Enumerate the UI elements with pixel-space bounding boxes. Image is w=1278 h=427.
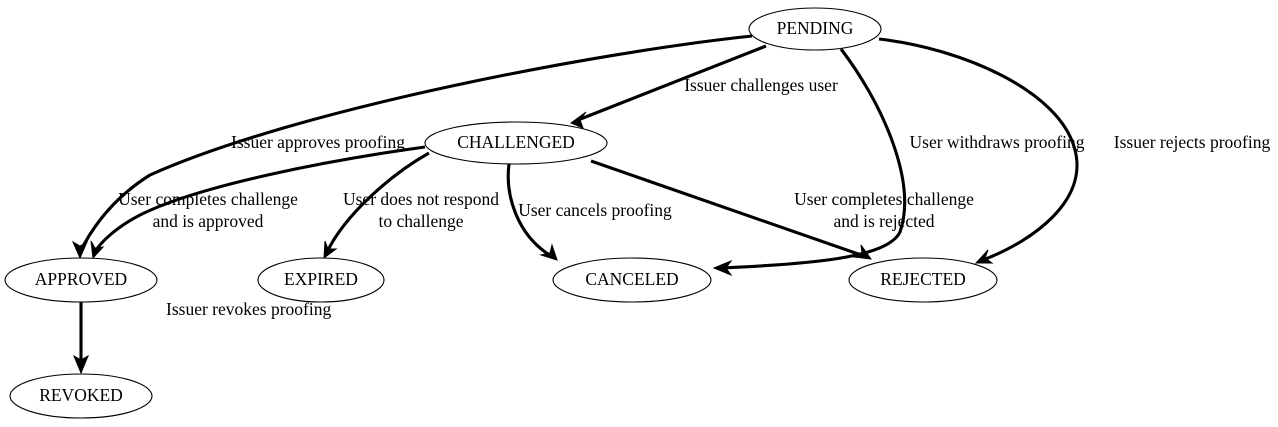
- edge-path-challenged-expired: [325, 151, 430, 253]
- node-expired[interactable]: EXPIRED: [257, 257, 385, 303]
- node-approved[interactable]: APPROVED: [4, 257, 158, 303]
- node-challenged[interactable]: CHALLENGED: [424, 121, 608, 165]
- arrowhead-icon: [712, 259, 733, 277]
- edge-label-pending-approved: Issuer approves proofing: [231, 132, 405, 152]
- edge-path-challenged-approved: [93, 145, 426, 253]
- node-rejected[interactable]: REJECTED: [848, 257, 998, 303]
- node-ellipse-rejected[interactable]: [848, 257, 998, 303]
- arrowhead-icon: [539, 243, 558, 261]
- edge-label-challenged-canceled: User cancels proofing: [518, 200, 672, 220]
- node-label-pending: PENDING: [777, 18, 854, 38]
- edge-label-pending-canceled: User withdraws proofing: [910, 132, 1085, 152]
- edge-label-approved-revoked: Issuer revokes proofing: [166, 299, 331, 319]
- node-ellipse-expired[interactable]: [257, 257, 385, 303]
- edge-labels-layer: Issuer approves proofing Issuer challenge…: [118, 75, 1270, 319]
- edge-path-pending-canceled: [721, 48, 907, 270]
- node-label-expired: EXPIRED: [284, 269, 358, 289]
- arrowhead-icon: [852, 244, 873, 260]
- node-label-revoked: REVOKED: [39, 385, 123, 405]
- node-ellipse-pending[interactable]: [748, 7, 882, 51]
- node-ellipse-canceled[interactable]: [552, 257, 712, 303]
- edge-challenged-canceled: [506, 163, 558, 261]
- node-label-approved: APPROVED: [35, 269, 127, 289]
- edge-challenged-expired: [323, 151, 430, 260]
- node-ellipse-approved[interactable]: [4, 257, 158, 303]
- edge-label-pending-challenged: Issuer challenges user: [684, 75, 838, 95]
- edge-challenged-rejected: [590, 159, 873, 260]
- edge-pending-rejected: [878, 37, 1079, 264]
- edge-path-pending-approved: [78, 34, 753, 253]
- edges-layer: [71, 34, 1079, 375]
- edge-path-pending-challenged: [577, 44, 767, 122]
- edge-pending-challenged: [569, 44, 767, 129]
- edge-pending-canceled: [712, 48, 907, 277]
- edge-path-pending-rejected: [878, 37, 1079, 262]
- edge-pending-approved: [71, 34, 753, 260]
- edge-approved-revoked: [72, 302, 90, 375]
- node-pending[interactable]: PENDING: [748, 7, 882, 51]
- arrowhead-icon: [974, 249, 994, 264]
- node-canceled[interactable]: CANCELED: [552, 257, 712, 303]
- arrowhead-icon: [569, 111, 587, 129]
- arrowhead-icon: [72, 354, 90, 375]
- edge-path-challenged-canceled: [506, 163, 552, 258]
- node-ellipse-challenged[interactable]: [424, 121, 608, 165]
- arrowhead-icon: [71, 240, 89, 260]
- edge-path-challenged-rejected: [590, 159, 865, 258]
- node-ellipse-revoked[interactable]: [9, 373, 153, 419]
- node-label-rejected: REJECTED: [880, 269, 966, 289]
- edge-label-pending-rejected: Issuer rejects proofing: [1114, 132, 1271, 152]
- node-label-challenged: CHALLENGED: [457, 132, 575, 152]
- node-revoked[interactable]: REVOKED: [9, 373, 153, 419]
- edge-challenged-approved: [90, 145, 426, 260]
- nodes-layer: PENDING CHALLENGED APPROVED EXPIRED CANCELED…: [4, 7, 998, 419]
- arrowhead-icon: [323, 240, 338, 260]
- arrowhead-icon: [90, 240, 105, 260]
- node-label-canceled: CANCELED: [585, 269, 678, 289]
